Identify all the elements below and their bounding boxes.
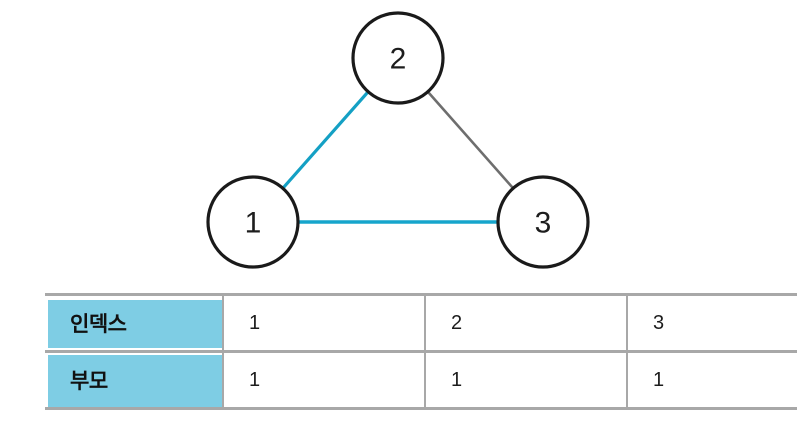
cell-index-1: 1 <box>222 293 425 352</box>
cell-parent-3: 1 <box>626 350 797 410</box>
row-header-index-label: 인덱스 <box>70 313 127 336</box>
cell-parent-2: 1 <box>424 350 627 410</box>
node-label-1: 1 <box>245 207 262 240</box>
row-header-parent: 부모 <box>45 350 223 410</box>
parent-array-table: 인덱스 1 2 3 부모 1 1 1 <box>45 293 797 410</box>
node-circle-1[interactable] <box>206 175 300 269</box>
row-header-parent-label: 부모 <box>70 370 108 393</box>
node-label-3: 3 <box>535 207 552 240</box>
graph-svg: 1 2 3 <box>206 11 590 269</box>
table-row-parent: 부모 1 1 1 <box>45 350 797 410</box>
row-header-index: 인덱스 <box>45 293 223 352</box>
node-circle-3[interactable] <box>496 175 590 269</box>
cell-index-3: 3 <box>626 293 797 352</box>
node-label-2: 2 <box>390 43 407 76</box>
cell-parent-1: 1 <box>222 350 425 410</box>
table-row-index: 인덱스 1 2 3 <box>45 293 797 352</box>
row-header-index-bg <box>48 300 222 348</box>
node-circle-2[interactable] <box>351 11 445 105</box>
cell-index-2: 2 <box>424 293 627 352</box>
graph-diagram: 1 2 3 <box>206 11 590 269</box>
row-header-parent-bg <box>48 355 222 407</box>
